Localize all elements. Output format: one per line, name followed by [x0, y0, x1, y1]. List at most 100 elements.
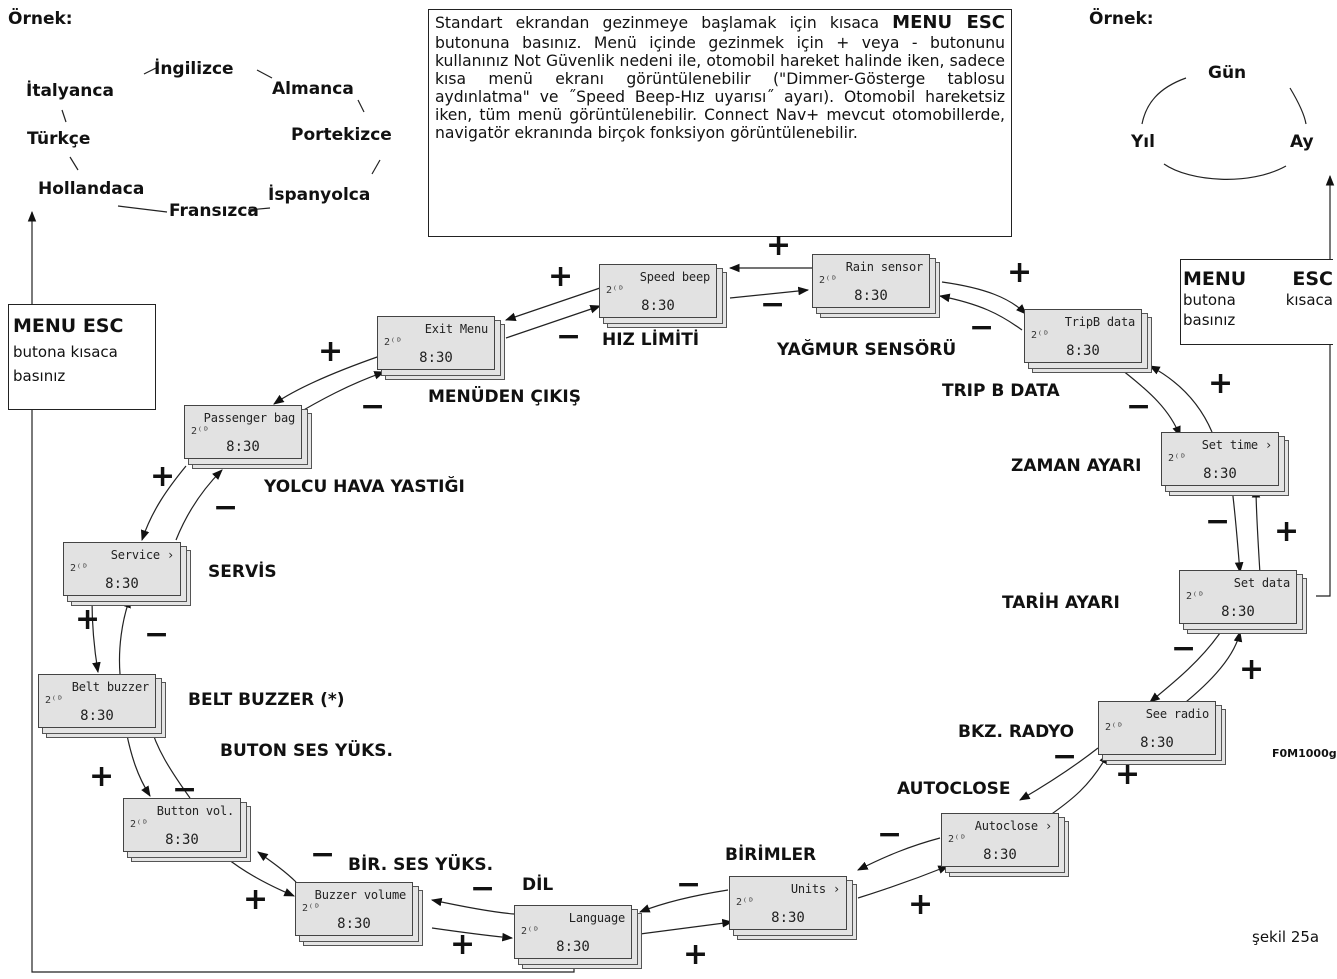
plus-sign: +	[548, 259, 574, 294]
screen-clock: 8:30	[983, 847, 1017, 863]
menu-esc-right-text-a: butona	[1183, 291, 1236, 310]
plus-sign: +	[150, 459, 176, 494]
label-speed-beep: HIZ LİMİTİ	[602, 330, 700, 350]
figure-code: F0M1000g	[1272, 747, 1337, 760]
minus-sign: −	[310, 837, 336, 872]
screen-clock: 8:30	[1140, 735, 1174, 751]
screen-clock: 8:30	[771, 910, 805, 926]
instructions-box: Standart ekrandan gezinmeye başlamak içi…	[428, 9, 1012, 237]
minus-sign: −	[676, 867, 702, 902]
minus-sign: −	[969, 310, 995, 345]
example-title-left: Örnek:	[8, 9, 73, 29]
minus-sign: −	[144, 617, 170, 652]
label-exit-menu: MENÜDEN ÇIKIŞ	[428, 387, 581, 407]
language-option-spanish: İspanyolca	[268, 185, 371, 205]
screen-title: Buzzer volume	[314, 888, 407, 902]
plus-sign: +	[908, 887, 934, 922]
screen-icon: 2⁽ᴰ	[1168, 453, 1187, 464]
screen-icon: 2⁽ᴰ	[191, 426, 210, 437]
minus-sign: −	[1171, 631, 1197, 666]
menu-esc-right-title-a: MENU	[1183, 268, 1247, 290]
screen-autoclose: Autoclose › 2⁽ᴰ 8:30	[941, 813, 1069, 877]
screen-icon: 2⁽ᴰ	[736, 897, 755, 908]
screen-language: Language 2⁽ᴰ 8:30	[514, 905, 642, 969]
screen-title: Button vol.	[156, 804, 234, 818]
date-part-year: Yıl	[1131, 132, 1155, 152]
plus-sign: +	[766, 228, 792, 263]
label-set-time: ZAMAN AYARI	[1011, 456, 1142, 476]
screen-title: Autoclose ›	[974, 819, 1052, 833]
screen-clock: 8:30	[1066, 343, 1100, 359]
instructions-text-2: butonuna basınız. Menü içinde gezinmek i…	[435, 33, 1005, 143]
screen-clock: 8:30	[556, 939, 590, 955]
plus-sign: +	[1115, 757, 1141, 792]
screen-clock: 8:30	[1203, 466, 1237, 482]
screen-icon: 2⁽ᴰ	[948, 834, 967, 845]
screen-clock: 8:30	[165, 832, 199, 848]
screen-title: Exit Menu	[424, 322, 488, 336]
screen-title: Speed beep	[639, 270, 710, 284]
screen-title: Set time ›	[1201, 438, 1272, 452]
screen-icon: 2⁽ᴰ	[521, 926, 540, 937]
screen-title: Language	[568, 911, 625, 925]
screen-clock: 8:30	[105, 576, 139, 592]
minus-sign: −	[1205, 504, 1231, 539]
minus-sign: −	[877, 817, 903, 852]
date-part-day: Gün	[1208, 63, 1247, 83]
screen-service: Service › 2⁽ᴰ 8:30	[63, 542, 191, 606]
menu-esc-right-title: MENU ESC	[1183, 268, 1333, 290]
minus-sign: −	[1052, 739, 1078, 774]
screen-icon: 2⁽ᴰ	[1031, 330, 1050, 341]
screen-icon: 2⁽ᴰ	[384, 337, 403, 348]
language-option-turkish: Türkçe	[27, 129, 91, 149]
minus-sign: −	[760, 287, 786, 322]
minus-sign: −	[213, 490, 239, 525]
menu-esc-right-text-row: butona kısaca	[1183, 292, 1333, 310]
plus-sign: +	[683, 937, 709, 972]
screen-tripb-data: TripB data 2⁽ᴰ 8:30	[1024, 309, 1152, 373]
screen-set-time: Set time › 2⁽ᴰ 8:30	[1161, 432, 1289, 496]
screen-icon: 2⁽ᴰ	[130, 819, 149, 830]
screen-icon: 2⁽ᴰ	[70, 563, 89, 574]
label-passenger-bag: YOLCU HAVA YASTIĞI	[264, 477, 465, 497]
screen-title: Units ›	[790, 882, 840, 896]
plus-sign: +	[1007, 255, 1033, 290]
minus-sign: −	[172, 772, 198, 807]
menu-esc-left-text: butona kısaca basınız	[13, 343, 118, 385]
screen-icon: 2⁽ᴰ	[606, 285, 625, 296]
screen-units: Units › 2⁽ᴰ 8:30	[729, 876, 857, 940]
screen-title: Rain sensor	[845, 260, 923, 274]
language-option-dutch: Hollandaca	[38, 179, 145, 199]
screen-clock: 8:30	[1221, 604, 1255, 620]
plus-sign: +	[89, 759, 115, 794]
screen-icon: 2⁽ᴰ	[1105, 722, 1124, 733]
language-option-french: Fransızca	[169, 201, 259, 221]
screen-clock: 8:30	[641, 298, 675, 314]
label-autoclose: AUTOCLOSE	[897, 779, 1011, 799]
minus-sign: −	[470, 871, 496, 906]
plus-sign: +	[1239, 652, 1265, 687]
screen-title: Passenger bag	[203, 411, 296, 425]
screen-title: Set data	[1233, 576, 1290, 590]
plus-sign: +	[1274, 514, 1300, 549]
menu-esc-right-text-c: basınız	[1183, 311, 1236, 330]
screen-title: Service ›	[110, 548, 174, 562]
screen-clock: 8:30	[337, 916, 371, 932]
instructions-text-1: Standart ekrandan gezinmeye başlamak içi…	[435, 14, 893, 32]
date-part-month: Ay	[1290, 132, 1314, 152]
screen-icon: 2⁽ᴰ	[1186, 591, 1205, 602]
screen-icon: 2⁽ᴰ	[819, 275, 838, 286]
language-option-english: İngilizce	[154, 59, 234, 79]
screen-title: TripB data	[1064, 315, 1135, 329]
screen-title: See radio	[1145, 707, 1209, 721]
screen-set-data: Set data 2⁽ᴰ 8:30	[1179, 570, 1307, 634]
label-belt-buzzer: BELT BUZZER (*)	[188, 690, 345, 710]
label-set-data: TARİH AYARI	[1002, 593, 1120, 613]
label-service: SERVİS	[208, 562, 277, 582]
language-option-portuguese: Portekizce	[291, 125, 392, 145]
screen-speed-beep: Speed beep 2⁽ᴰ 8:30	[599, 264, 727, 328]
instructions-menu-esc: MENU ESC	[892, 12, 1005, 33]
plus-sign: +	[318, 334, 344, 369]
